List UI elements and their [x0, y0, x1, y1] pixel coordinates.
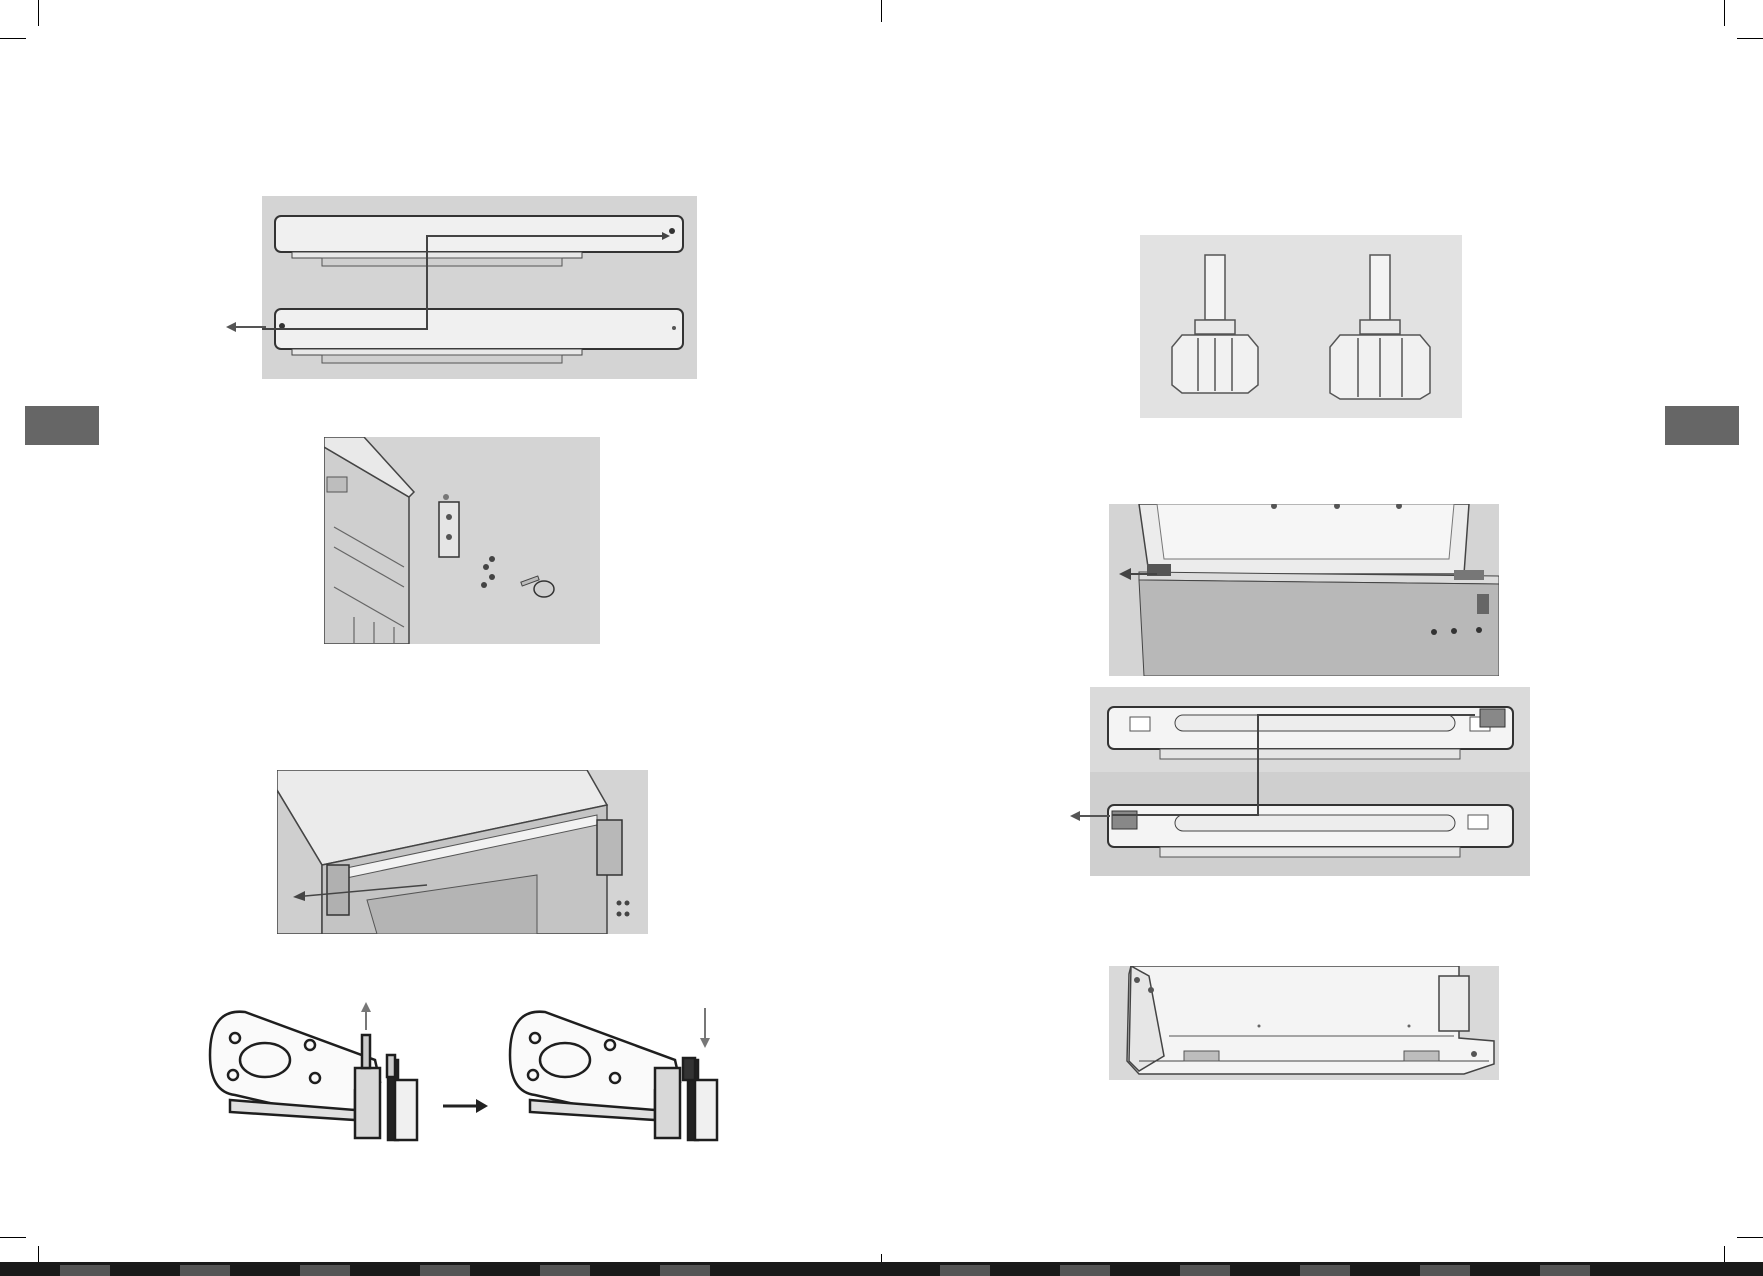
crop-mark: [881, 0, 882, 22]
arrow-left-icon: [1070, 809, 1110, 823]
figure-door-bottom-view: [1109, 966, 1499, 1080]
figure-fridge-door-hinge-transfer: [1090, 687, 1530, 876]
crop-mark: [38, 0, 39, 26]
two-feet-icon: [1140, 235, 1462, 418]
hinge-screws-foot-icon: [324, 437, 600, 644]
cabinet-hinge-arrow-icon: [277, 770, 648, 934]
crop-mark: [0, 1237, 26, 1238]
crop-mark: [1737, 1237, 1763, 1238]
section-tab-right: [1665, 406, 1739, 445]
color-calibration-bar: [0, 1262, 1763, 1276]
figure-middle-hinge-removal: [277, 770, 648, 934]
crop-mark: [0, 38, 26, 39]
door-panel-arrow-icon: [262, 196, 697, 379]
door-panel-arrow-icon: [1090, 687, 1530, 876]
crop-mark: [1724, 0, 1725, 26]
figure-bottom-hinge-exploded: [324, 437, 600, 644]
figure-adjustable-feet: [1140, 235, 1462, 418]
hinge-pin-swap-icon: [205, 1000, 745, 1150]
arrow-left-icon: [226, 320, 266, 334]
section-tab-left: [25, 406, 99, 445]
figure-freezer-door-hinge-transfer: [262, 196, 697, 379]
figure-top-hinge-removal: [1109, 504, 1499, 676]
crop-mark: [1737, 38, 1763, 39]
door-bottom-icon: [1109, 966, 1499, 1080]
figure-hinge-pin-relocation: [205, 1000, 745, 1150]
cabinet-top-arrow-icon: [1109, 504, 1499, 676]
